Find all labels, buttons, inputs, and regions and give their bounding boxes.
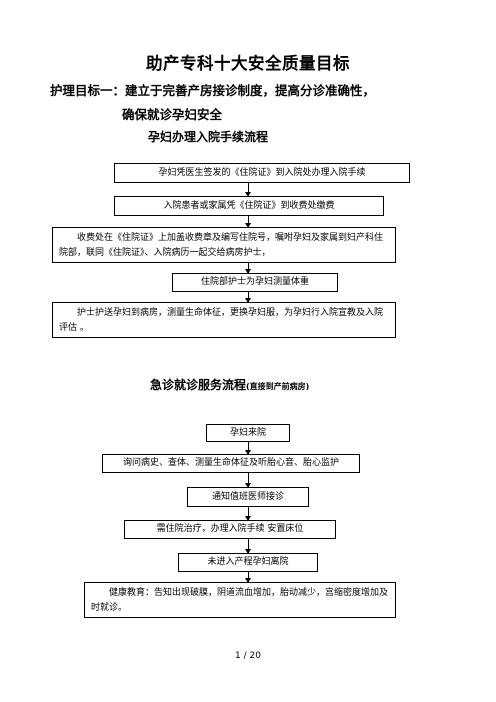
emergency-flow-note: (直接到产前病房) [246,382,310,391]
admission-step-5: 护士护送孕妇到病房，测量生命体征，更换孕妇服，为孕妇行入院宣教及入院评估 。 [52,302,396,338]
emergency-step-4: 需住院治疗，办理入院手续 安置床位 [124,520,336,539]
emergency-step-6: 健康教育：告知出现破膜，阴道流血增加，胎动减少，宫缩密度增加及时就诊。 [84,582,396,618]
flow-arrow [245,216,251,228]
emergency-flow-heading: 急诊就诊服务流程(直接到产前病房) [150,376,309,393]
emergency-step-1: 孕妇来院 [206,424,290,442]
emergency-step-5: 未进入产程孕妇离院 [178,553,318,572]
admission-step-1: 孕妇凭医生签发的《住院证》到入院处办理入院手续 [114,163,410,183]
flow-arrow [245,183,251,197]
flow-arrow [245,507,251,521]
emergency-step-3: 通知值班医师接诊 [187,487,309,507]
admission-flow-heading: 孕妇办理入院手续流程 [148,130,269,144]
flow-arrow [245,263,251,274]
flow-arrow [245,572,251,583]
page-number: 1 / 20 [235,651,261,661]
admission-step-3: 收费处在《住院证》上加盖收费章及编写住院号，嘱咐孕妇及家属到妇产科住院部，联同《… [52,227,396,263]
flow-arrow [245,473,251,488]
goal-heading-line1: 护理目标一：建立于完善产房接诊制度，提高分诊准确性， [50,83,376,98]
emergency-flow-title: 急诊就诊服务流程 [150,378,247,392]
page-title: 助产专科十大安全质量目标 [146,54,350,73]
flow-arrow [245,442,251,455]
admission-step-4: 住院部护士为孕妇测量体重 [172,273,338,292]
flow-arrow [245,292,251,303]
emergency-step-2: 询问病史、查体、测量生命体征及听胎心音、胎心监护 [102,454,360,473]
goal-heading-line2: 确保就诊孕妇安全 [122,107,223,122]
admission-step-2: 入院患者或家属凭《住院证》到收费处缴费 [114,196,384,216]
flow-arrow [245,539,251,554]
